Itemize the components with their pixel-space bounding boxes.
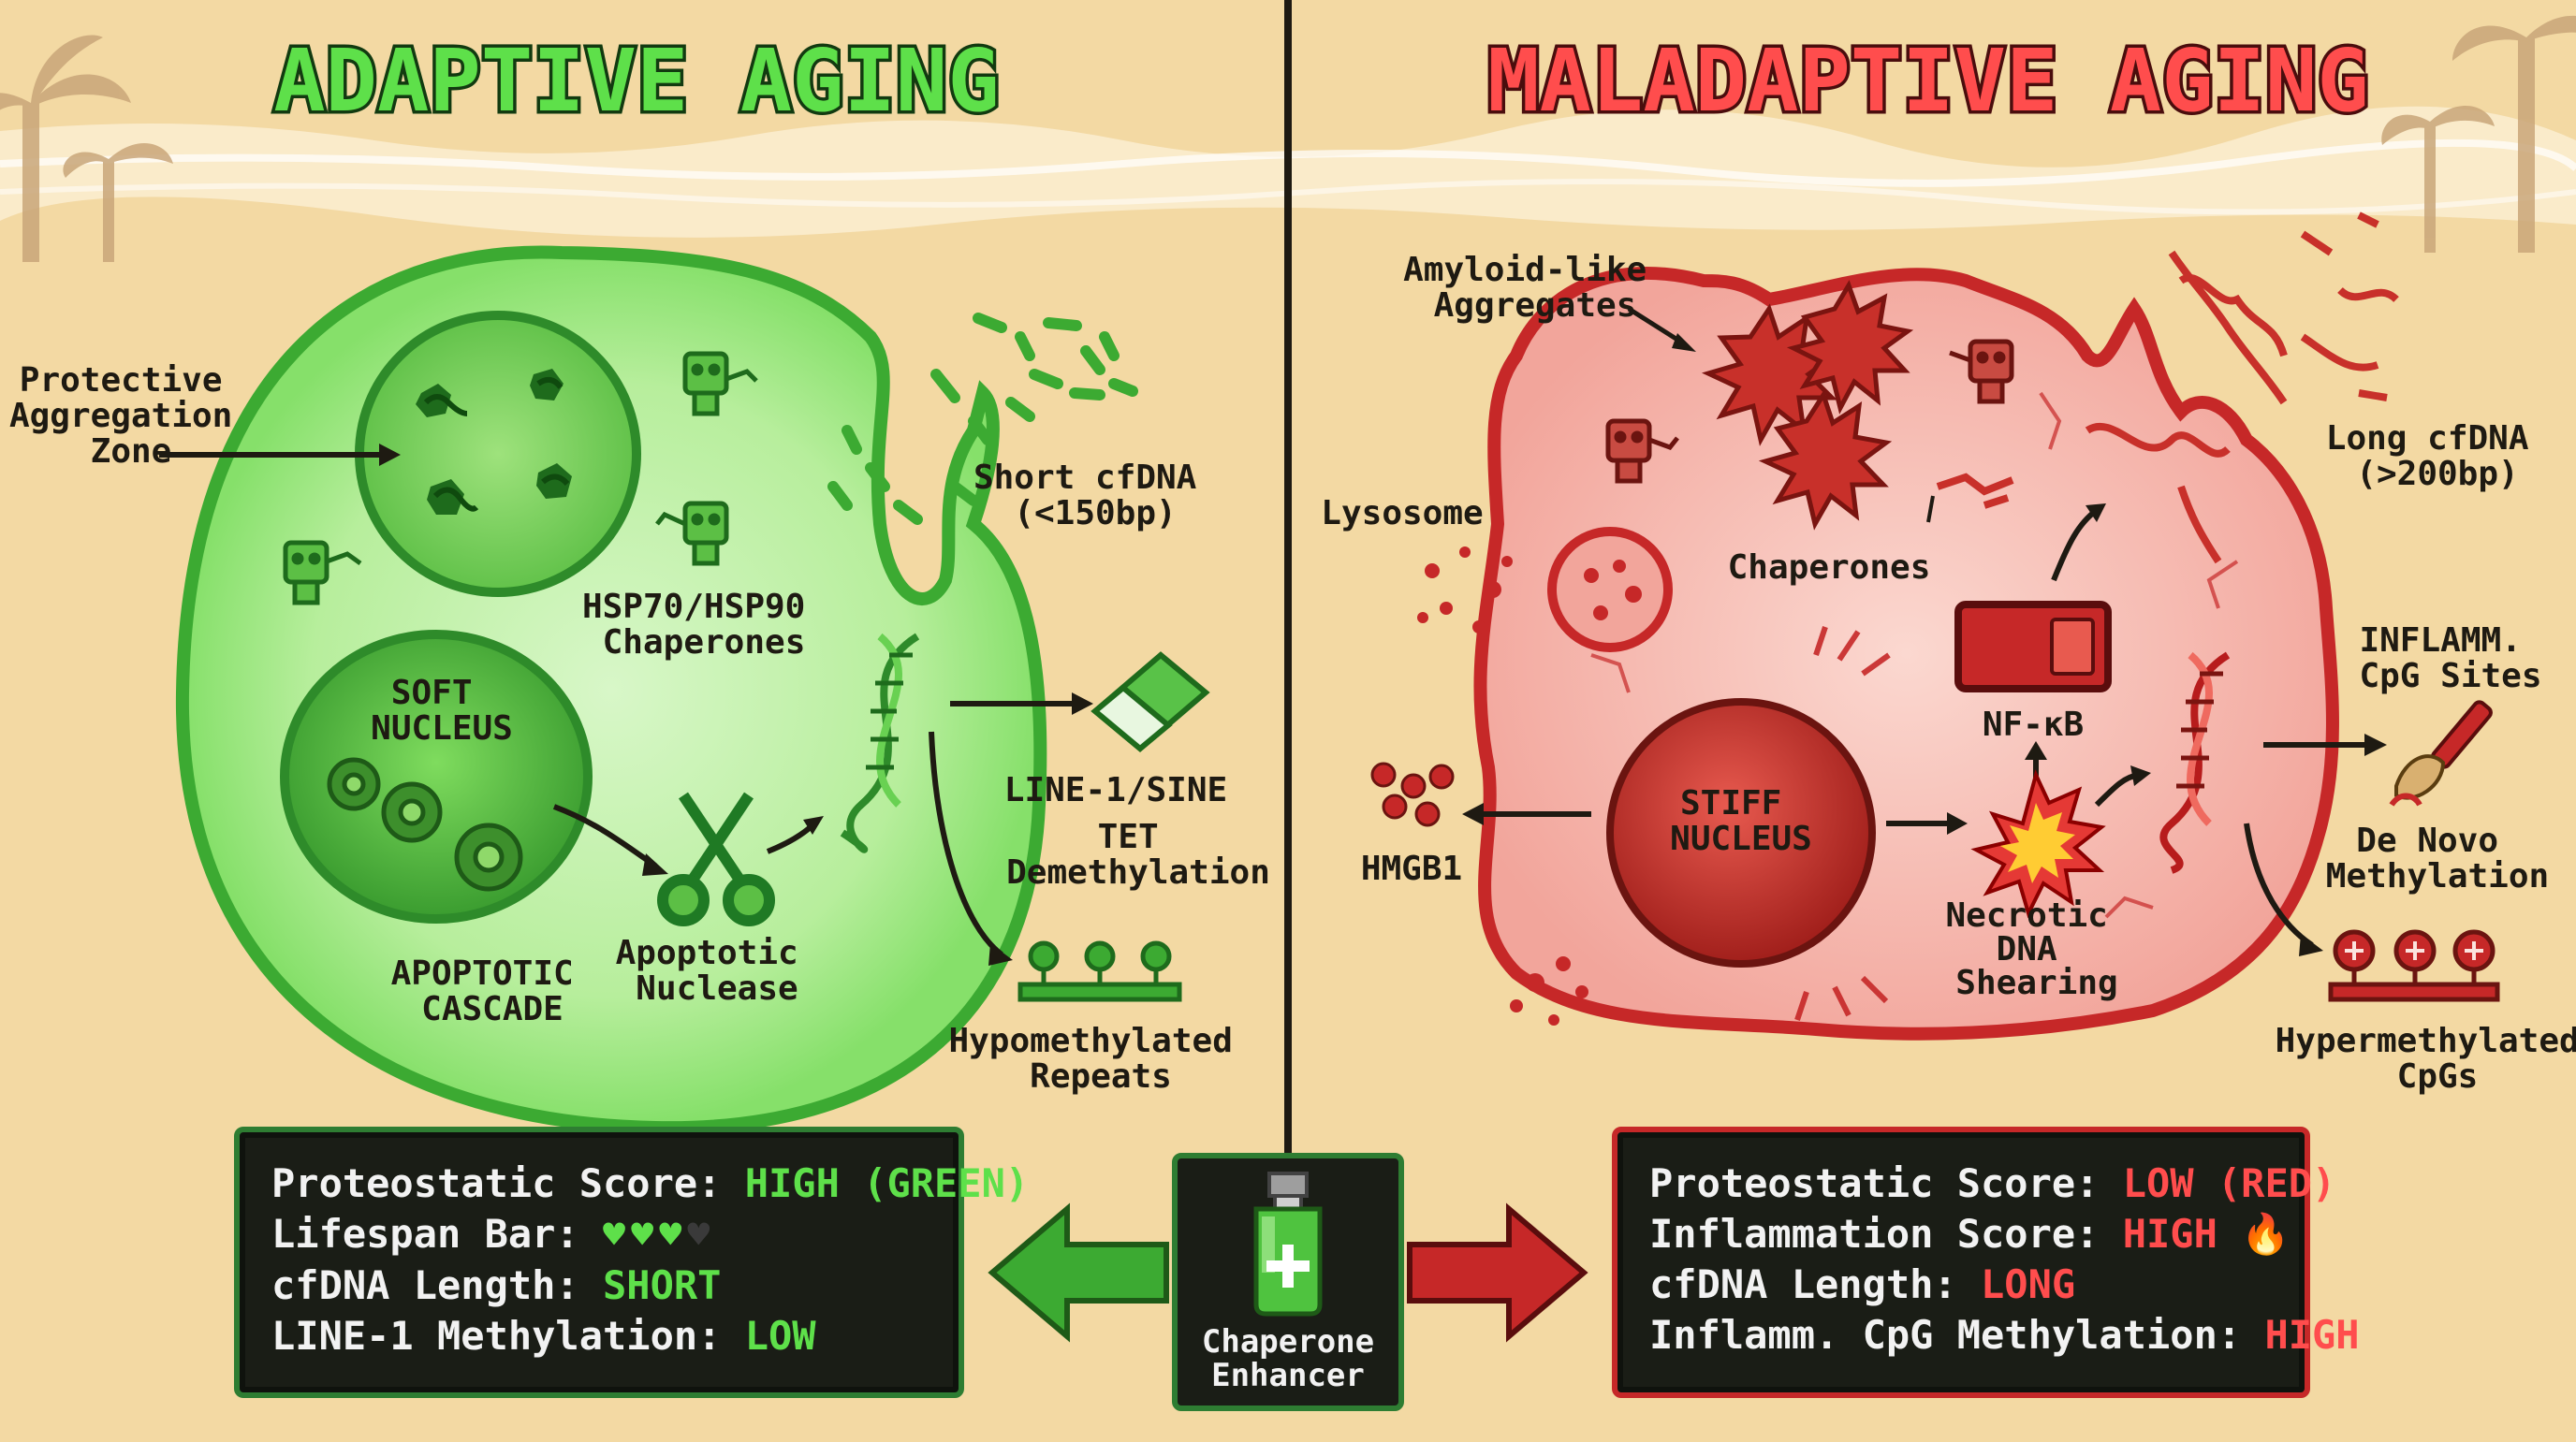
right-stats-panel: Proteostatic Score: LOW (RED) Inflammati…	[1612, 1127, 2360, 1398]
stat-row: Lifespan Bar: ♥♥♥♥	[271, 1209, 927, 1260]
chaperone-robot-icon	[682, 351, 758, 416]
stat-row: Inflamm. CpG Methylation: HIGH	[1649, 1310, 2360, 1361]
stat-row: Proteostatic Score: HIGH (GREEN)	[271, 1158, 1029, 1209]
scissors-icon	[657, 792, 775, 926]
hmgb1-particles	[1370, 762, 1455, 827]
chaperone-robot-icon	[1605, 418, 1679, 484]
stiff-nucleus-label: STIFF NUCLEUS	[1670, 784, 1812, 858]
stat-row: cfDNA Length: LONG	[1649, 1260, 2273, 1310]
arrow-right-icon	[1407, 1202, 1588, 1343]
heart-icon: ♥	[603, 1214, 626, 1257]
stiff-nucleus	[1606, 698, 1876, 968]
dna-helix-icon	[840, 633, 920, 853]
dna-fragment-icon	[1936, 473, 2014, 509]
amyloid-label: Amyloid-like Aggregates	[1403, 251, 1667, 325]
left-title: ADAPTIVE AGING	[273, 31, 999, 131]
de-novo-label: De Novo Methylation	[2326, 822, 2549, 896]
protective-aggregation-zone	[355, 311, 641, 597]
lysosome-label: Lysosome	[1321, 494, 1483, 532]
hmgb1-label: HMGB1	[1361, 850, 1462, 888]
left-stats-panel: Proteostatic Score: HIGH (GREEN) Lifespa…	[234, 1127, 1029, 1398]
stat-value: HIGH	[2264, 1312, 2360, 1358]
stat-row: LINE-1 Methylation: LOW	[271, 1311, 927, 1362]
heart-icon: ♥	[687, 1214, 710, 1257]
stat-row: Inflammation Score: HIGH 🔥	[1649, 1209, 2290, 1260]
stat-value: LOW	[744, 1313, 816, 1359]
stat-label: LINE-1 Methylation:	[271, 1313, 745, 1359]
long-cfdna-label: Long cfDNA (>200bp)	[2326, 419, 2549, 493]
stat-label: Inflamm. CpG Methylation:	[1649, 1312, 2265, 1358]
stat-value: LONG	[1981, 1261, 2076, 1307]
chaperone-enhancer-label: Chaperone Enhancer	[1178, 1325, 1398, 1392]
necrotic-label: Necrotic DNA Shearing	[1945, 896, 2128, 1002]
stat-value: SHORT	[603, 1262, 722, 1308]
debris-particles	[1417, 546, 1513, 634]
hsp-chaperones-label: HSP70/HSP90 Chaperones	[582, 588, 826, 662]
eraser-icon	[1090, 651, 1210, 752]
right-title: MALADAPTIVE AGING	[1487, 31, 2369, 131]
apoptotic-cascade-label: APOPTOTIC CASCADE	[391, 954, 594, 1028]
heart-icon: ♥	[659, 1214, 682, 1257]
paintbrush-icon	[2389, 700, 2493, 807]
lifespan-hearts: ♥♥♥♥	[603, 1211, 715, 1257]
long-cfdna-fragments	[2085, 211, 2399, 564]
debris-particles	[1510, 956, 1588, 1026]
gear-icon	[327, 757, 523, 892]
center-label-line1: Chaperone	[1201, 1323, 1375, 1361]
center-label-line2: Enhancer	[1211, 1357, 1365, 1394]
vial-icon	[1253, 1172, 1323, 1317]
stat-label: Lifespan Bar:	[271, 1211, 604, 1257]
stat-row: cfDNA Length: SHORT	[271, 1260, 927, 1311]
stat-label: cfDNA Length:	[1649, 1261, 1982, 1307]
stat-value: HIGH (GREEN)	[744, 1160, 1030, 1206]
heart-icon: ♥	[631, 1214, 654, 1257]
stat-label: Inflammation Score:	[1649, 1211, 2123, 1257]
protective-zone-label: Protective Aggregation Zone	[9, 361, 253, 471]
short-cfdna-label: Short cfDNA (<150bp)	[973, 459, 1217, 532]
center-divider	[1284, 0, 1292, 1153]
hypermethylated-label: Hypermethylated CpGs	[2276, 1022, 2576, 1096]
arrow-left-icon	[988, 1202, 1169, 1343]
palm-tree-icon	[2381, 15, 2576, 253]
nfkb-label: NF-κB	[1983, 706, 2084, 744]
fire-icon: 🔥	[2241, 1211, 2291, 1257]
dna-helix-icon	[2159, 651, 2231, 874]
apoptotic-nuclease-label: Apoptotic Nuclease	[616, 934, 819, 1008]
line1-sine-label: LINE-1/SINE	[1004, 771, 1227, 809]
chaperone-robot-icon	[655, 501, 729, 566]
explosion-icon	[1970, 769, 2106, 919]
toggle-switch-icon	[1954, 601, 2112, 692]
chaperone-enhancer-box[interactable]: Chaperone Enhancer	[1172, 1153, 1404, 1411]
stat-value: HIGH	[2122, 1211, 2217, 1257]
amyloid-aggregate-icon	[1701, 280, 1914, 531]
stat-row: Proteostatic Score: LOW (RED)	[1649, 1158, 2335, 1209]
chaperone-robot-icon	[283, 540, 362, 605]
short-cfdna-fragments	[827, 313, 1138, 525]
lysosome	[1547, 527, 1673, 652]
palm-tree-icon	[0, 35, 173, 262]
stat-label: cfDNA Length:	[271, 1262, 604, 1308]
chaperones-label-right: Chaperones	[1728, 548, 1931, 587]
stat-value: LOW (RED)	[2122, 1160, 2336, 1206]
hypomethylated-label: Hypomethylated Repeats	[948, 1022, 1252, 1096]
stat-label: Proteostatic Score:	[271, 1160, 745, 1206]
stat-label: Proteostatic Score:	[1649, 1160, 2123, 1206]
methyl-group-icon	[2328, 929, 2500, 1002]
soft-nucleus-label: SOFT NUCLEUS	[371, 674, 513, 748]
inflamm-cpg-label: INFLAMM. CpG Sites	[2359, 621, 2541, 695]
chaperone-robot-icon	[1949, 339, 2014, 404]
methyl-group-icon	[1017, 940, 1182, 1002]
tet-demethylation-label: TET Demethylation	[1006, 818, 1270, 892]
